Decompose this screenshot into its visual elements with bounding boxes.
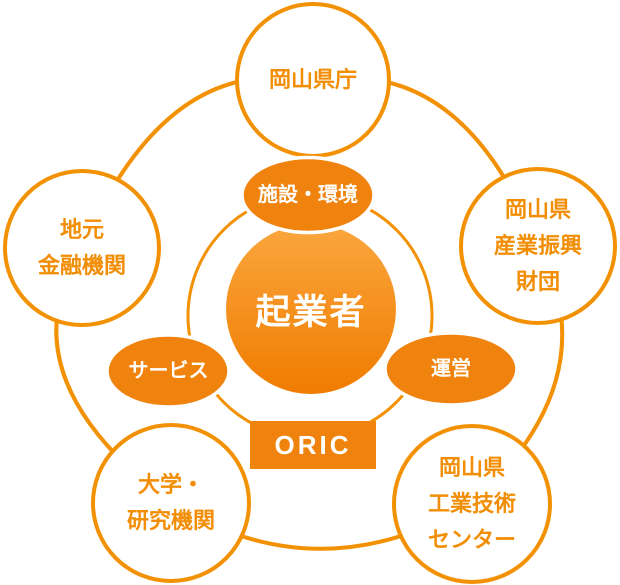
oric-box <box>250 421 376 469</box>
node-circle-local-financial-institutions <box>3 169 161 327</box>
tag-ellipse-service <box>105 333 231 409</box>
tag-ellipse-facility-environment <box>240 155 376 235</box>
tag-ellipse-operation <box>383 331 519 407</box>
node-circle-industry-promotion-foundation <box>459 167 617 325</box>
node-circle-prefectural-office <box>235 2 391 158</box>
node-circle-universities-research <box>91 423 251 583</box>
node-circle-industrial-technology-center <box>392 424 552 584</box>
center-circle-entrepreneur <box>226 224 396 394</box>
